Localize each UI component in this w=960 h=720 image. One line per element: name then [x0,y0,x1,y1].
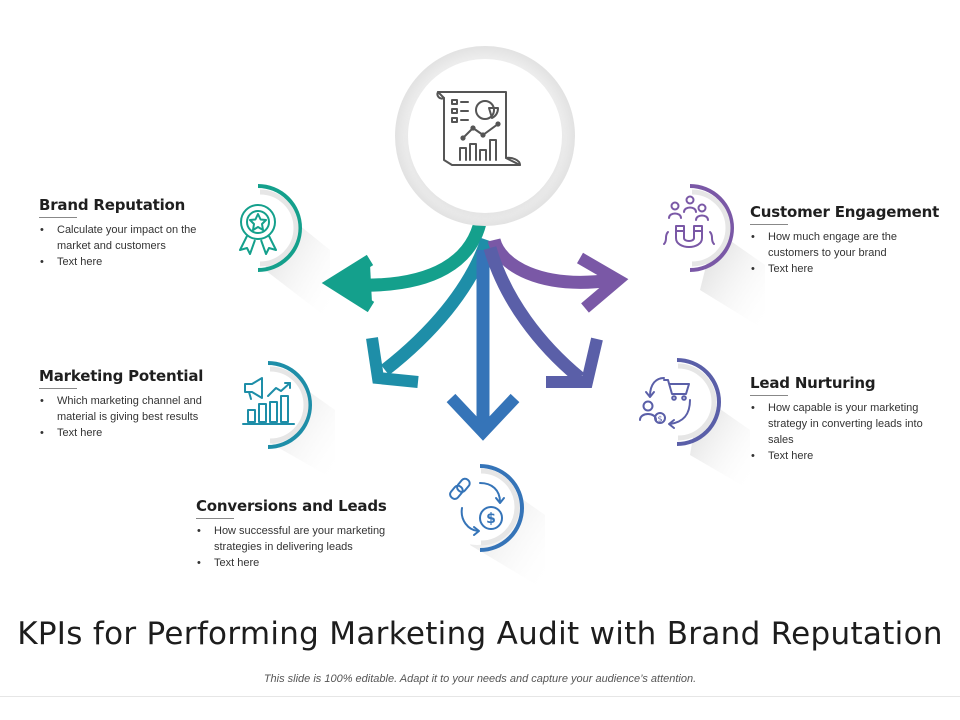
svg-text:$: $ [657,415,662,424]
arrow-to-engagement [487,237,629,313]
kpi-marketing-potential: Marketing Potential Which marketing chan… [39,367,209,441]
title-underline [39,217,77,218]
page-title: KPIs for Performing Marketing Audit with… [17,616,943,652]
kpi-title: Conversions and Leads [196,497,387,515]
title-underline [196,518,234,519]
footer-divider [0,696,960,697]
kpi-conversions-leads: Conversions and Leads How successful are… [196,497,426,571]
bullet-item: Text here [751,261,950,277]
arrow-to-conversions [446,250,520,441]
arrow-to-lead-nurturing [483,246,603,388]
arrows [321,210,629,441]
kpi-title: Lead Nurturing [750,374,876,392]
bullet-item: How much engage are the customers to you… [751,229,950,261]
link-dollar-cycle-icon: $ [449,477,505,536]
conversions-leads-node: $ [439,464,524,552]
kpi-title: Brand Reputation [39,196,186,214]
title-underline [750,224,788,225]
customer-engagement-node [650,184,734,272]
diagram-canvas: $ [218,46,765,590]
kpi-title: Marketing Potential [39,367,204,385]
bullet-item: How successful are your marketing strate… [197,523,426,555]
kpi-bullets: Calculate your impact on the market and … [39,222,229,270]
arrow-to-marketing-potential [366,237,494,388]
kpi-title: Customer Engagement [750,203,940,221]
bullet-item: Text here [40,425,209,441]
kpi-bullets: How successful are your marketing strate… [196,523,426,571]
kpi-bullets: How capable is your marketing strategy i… [750,400,940,464]
kpi-brand-reputation: Brand Reputation Calculate your impact o… [39,196,229,270]
arrow-to-brand-reputation [321,210,489,313]
kpi-bullets: Which marketing channel and material is … [39,393,209,441]
title-underline [39,388,77,389]
bullet-item: Text here [40,254,229,270]
kpi-bullets: How much engage are the customers to you… [750,229,950,277]
megaphone-growth-chart-icon [242,377,295,425]
brand-reputation-node [218,184,302,272]
magnet-people-icon [663,195,715,248]
kpi-lead-nurturing: Lead Nurturing How capable is your marke… [750,374,940,464]
report-document-chart-icon [436,91,521,166]
marketing-potential-node [228,361,312,449]
award-ribbon-icon [239,204,277,255]
svg-text:$: $ [486,511,496,527]
bullet-item: Calculate your impact on the market and … [40,222,229,254]
bullet-item: How capable is your marketing strategy i… [751,400,940,448]
bullet-item: Which marketing channel and material is … [40,393,209,425]
title-underline [750,395,788,396]
cart-customer-cycle-icon: $ [639,377,691,429]
kpi-customer-engagement: Customer Engagement How much engage are … [750,203,950,277]
page-subtitle: This slide is 100% editable. Adapt it to… [263,673,697,685]
lead-nurturing-node: $ [636,358,721,446]
bullet-item: Text here [197,555,426,571]
center-hub [395,46,575,226]
bullet-item: Text here [751,448,940,464]
